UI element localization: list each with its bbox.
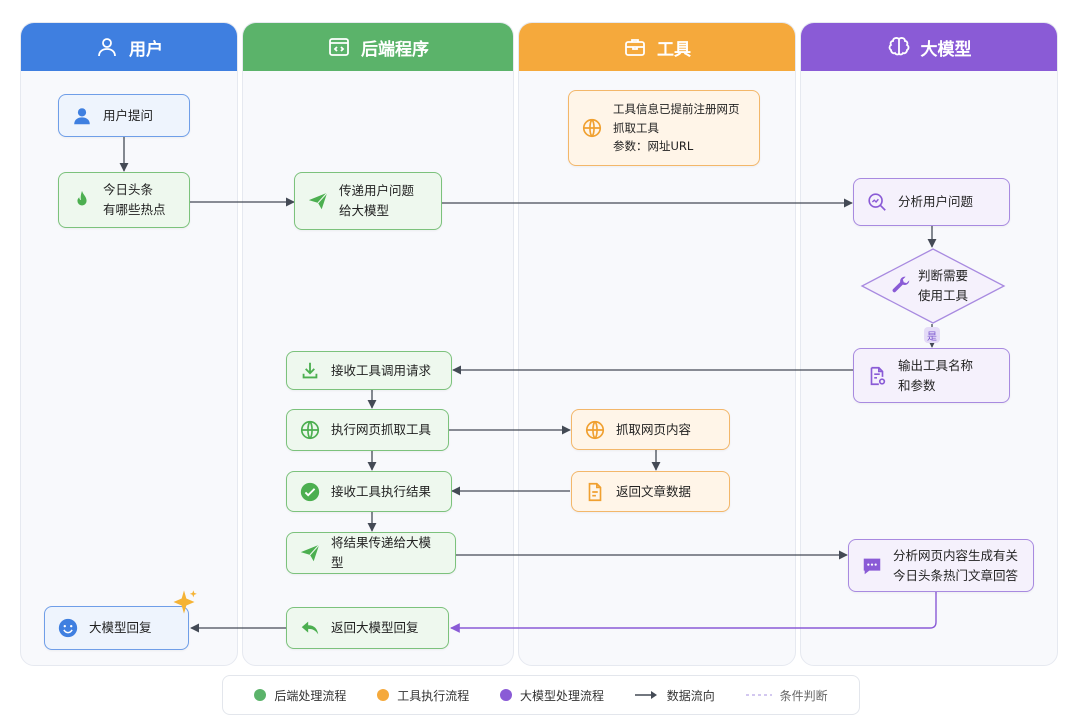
- node-llm-reply-label: 大模型回复: [89, 620, 152, 635]
- lane-user-title: 用户: [129, 39, 163, 60]
- node-receive-request: 接收工具调用请求: [286, 351, 452, 390]
- node-receive-result-label: 接收工具执行结果: [331, 483, 432, 499]
- smile-icon: [58, 618, 78, 638]
- legend-llm-label: 大模型处理流程: [519, 688, 604, 703]
- code-window-icon: [329, 38, 349, 56]
- node-tool-info-label: 工具信息已提前注册网页 抓取工具 参数：网址URL: [613, 102, 740, 154]
- wrench-icon: [892, 276, 910, 293]
- arrow-right-icon: [634, 691, 657, 699]
- document-gear-icon: [870, 366, 886, 385]
- chat-bubble-icon: [863, 558, 881, 574]
- legend-backend-label: 后端处理流程: [274, 688, 347, 703]
- legend-tools-dot: [377, 689, 390, 701]
- node-receive-result: 接收工具执行结果: [286, 471, 452, 512]
- node-scrape-content: 抓取网页内容: [571, 409, 730, 450]
- node-analyze-question-label: 分析用户问题: [898, 194, 974, 209]
- download-icon: [302, 362, 318, 378]
- node-exec-scrape: 执行网页抓取工具: [286, 409, 449, 451]
- send-icon: [308, 192, 328, 210]
- legend-condition-label: 条件判断: [779, 688, 828, 703]
- node-pass-result-label: 将结果传递给大模型: [331, 535, 432, 570]
- legend-backend-dot: [254, 689, 267, 701]
- node-judge-tool: 判断需要 使用工具: [860, 248, 1006, 324]
- node-tool-info: 工具信息已提前注册网页 抓取工具 参数：网址URL: [568, 90, 760, 166]
- globe-icon: [300, 420, 320, 440]
- lane-backend-header: 后端程序: [243, 23, 513, 71]
- user-icon: [98, 38, 116, 57]
- lane-tools-title: 工具: [657, 39, 691, 60]
- legend-condition: 条件判断: [745, 687, 828, 704]
- legend-data-flow: 数据流向: [634, 687, 715, 704]
- node-pass-question: 传递用户问题 给大模型: [294, 172, 442, 230]
- node-exec-scrape-label: 执行网页抓取工具: [331, 422, 432, 437]
- node-analyze-content: 分析网页内容生成有关 今日头条热门文章回答: [848, 539, 1034, 592]
- analysis-search-icon: [868, 193, 886, 211]
- legend-llm-dot: [499, 689, 512, 701]
- node-llm-reply: 大模型回复: [44, 606, 189, 650]
- send-icon: [300, 544, 320, 562]
- node-return-article-label: 返回文章数据: [616, 483, 692, 499]
- node-pass-question-label: 传递用户问题 给大模型: [339, 183, 415, 218]
- lane-user-header: 用户: [21, 23, 237, 71]
- node-return-reply: 返回大模型回复: [286, 607, 449, 649]
- lane-tools-header: 工具: [519, 23, 795, 71]
- yes-condition-badge: 是: [924, 327, 940, 343]
- check-circle-icon: [300, 482, 320, 501]
- toolbox-icon: [625, 39, 645, 56]
- fire-icon: [77, 190, 87, 206]
- node-pass-result: 将结果传递给大模型: [286, 532, 456, 574]
- legend: 后端处理流程 工具执行流程 大模型处理流程 数据流向 条件判断: [222, 675, 860, 715]
- reply-icon: [301, 621, 319, 635]
- user-icon: [74, 107, 90, 124]
- node-scrape-content-label: 抓取网页内容: [616, 421, 692, 437]
- globe-icon: [585, 420, 605, 439]
- legend-tools: 工具执行流程: [377, 687, 469, 704]
- sparkle-icon: [173, 590, 197, 614]
- node-analyze-question: 分析用户问题: [853, 178, 1010, 226]
- node-today-topics: 今日头条 有哪些热点: [58, 172, 190, 228]
- node-output-tool: 输出工具名称 和参数: [853, 348, 1010, 403]
- node-user-question: 用户提问: [58, 94, 190, 137]
- node-return-article: 返回文章数据: [571, 471, 730, 512]
- legend-data-flow-label: 数据流向: [666, 688, 715, 703]
- node-analyze-content-label: 分析网页内容生成有关 今日头条热门文章回答: [893, 547, 1019, 583]
- node-return-reply-label: 返回大模型回复: [331, 620, 419, 635]
- dashed-line-icon: [745, 694, 772, 696]
- legend-tools-label: 工具执行流程: [397, 688, 470, 703]
- globe-icon: [582, 118, 602, 138]
- brain-icon: [888, 37, 909, 56]
- node-receive-request-label: 接收工具调用请求: [331, 362, 432, 378]
- node-today-topics-label: 今日头条 有哪些热点: [103, 182, 166, 217]
- document-icon: [588, 482, 602, 501]
- node-output-tool-label: 输出工具名称 和参数: [898, 357, 974, 393]
- lane-llm-title: 大模型: [920, 39, 972, 60]
- legend-backend: 后端处理流程: [254, 687, 346, 704]
- node-judge-tool-label: 判断需要 使用工具: [918, 268, 969, 303]
- lane-backend-title: 后端程序: [361, 39, 429, 60]
- node-user-question-label: 用户提问: [103, 107, 154, 123]
- lane-llm-header: 大模型: [801, 23, 1057, 71]
- legend-llm: 大模型处理流程: [499, 687, 604, 704]
